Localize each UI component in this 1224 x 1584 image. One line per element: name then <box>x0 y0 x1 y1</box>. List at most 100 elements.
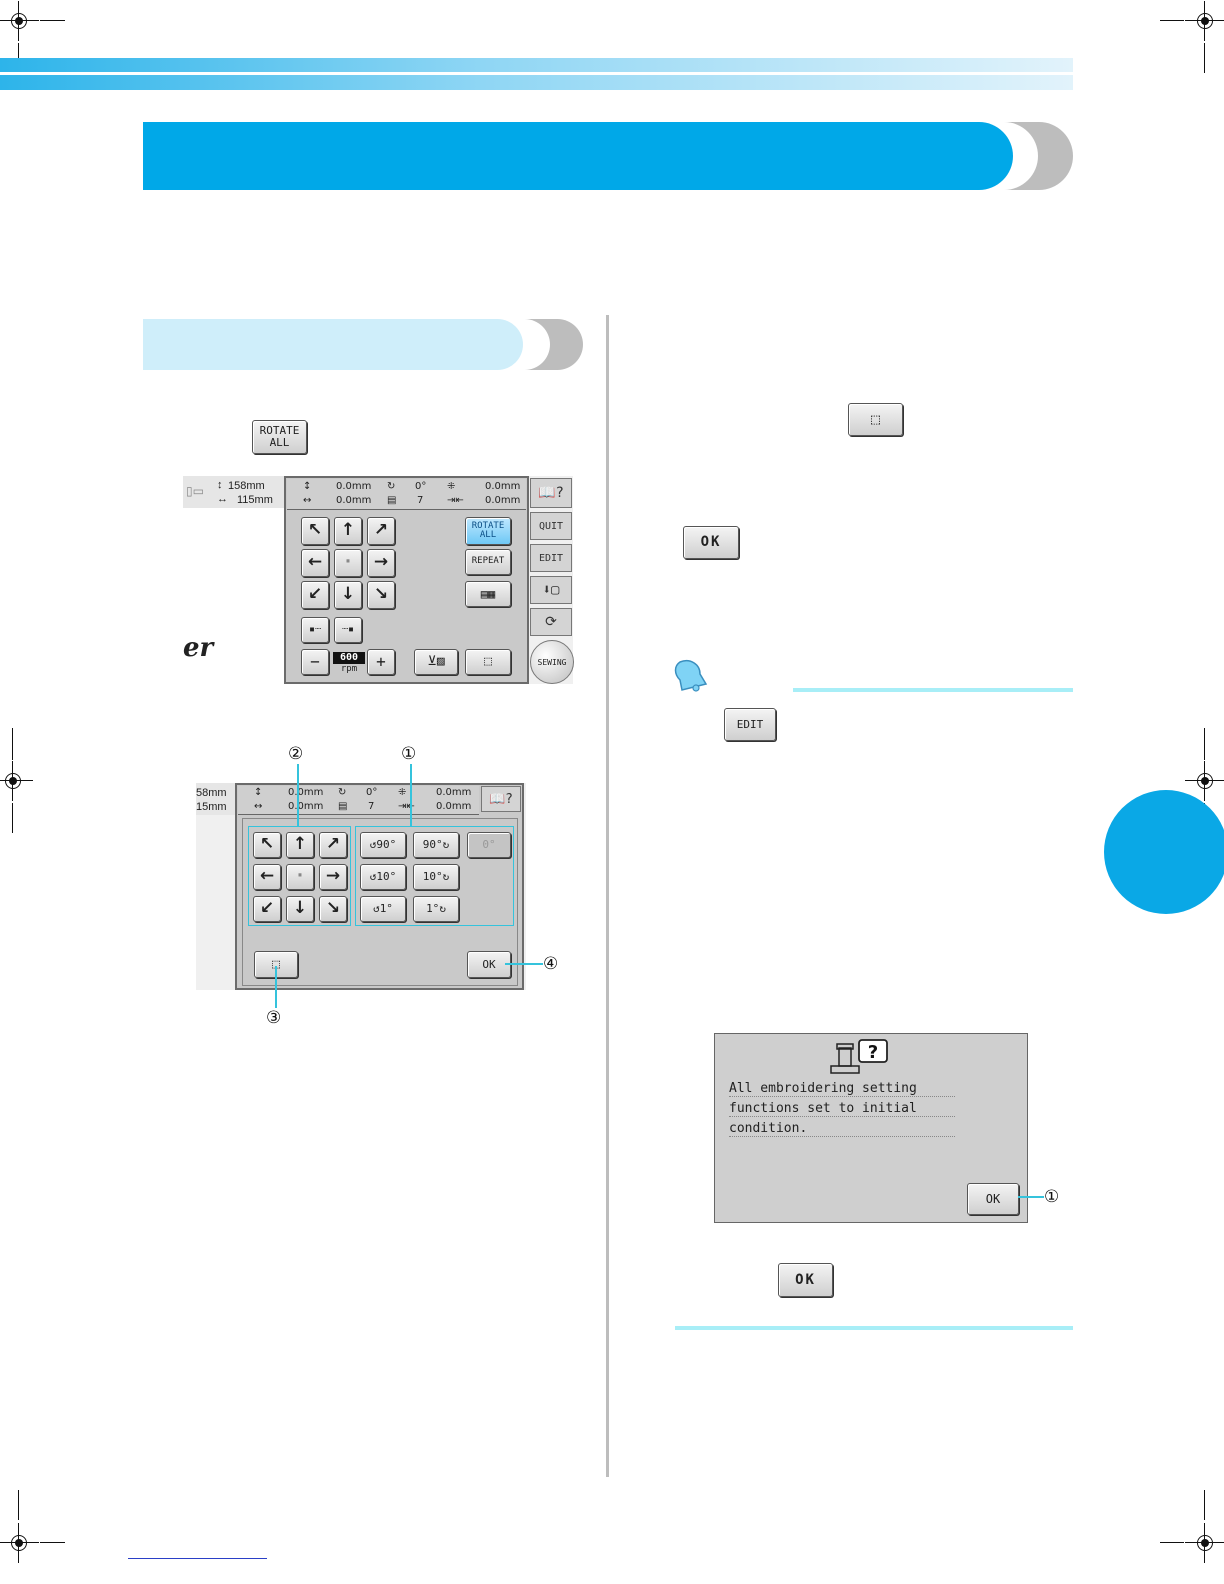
move-down-left-button[interactable]: ↙ <box>301 581 329 609</box>
move-center-button[interactable]: · <box>286 864 314 890</box>
move-up-right-button[interactable]: ↗ <box>319 832 347 858</box>
angle-value: 0° <box>415 481 427 492</box>
move-left-button[interactable]: ← <box>253 864 281 890</box>
crop-line <box>1160 20 1184 21</box>
ok-inline-button-2[interactable]: OK <box>778 1263 833 1297</box>
move-up-left-button[interactable]: ↖ <box>253 832 281 858</box>
size-height: 58mm <box>196 787 227 799</box>
dialog-line-2: functions set to initial <box>729 1101 955 1117</box>
quit-button[interactable]: QUIT <box>530 512 572 540</box>
ok-button[interactable]: OK <box>467 951 511 978</box>
dialog-ok-button[interactable]: OK <box>967 1183 1019 1215</box>
thread-color-button[interactable]: ▤▦ <box>465 581 511 607</box>
callout-leader <box>275 966 277 1008</box>
rotate-reset-button[interactable]: 0° <box>467 832 511 858</box>
move-center-button[interactable]: · <box>334 549 362 577</box>
sewing-button[interactable]: SEWING <box>530 640 574 684</box>
offset-vertical: 0.0mm <box>436 787 472 798</box>
rotate-left-10-button[interactable]: ↺10° <box>360 864 406 890</box>
frame-icon: ▯▭ <box>186 484 204 498</box>
crop-line <box>40 1542 65 1543</box>
move-down-button[interactable]: ↓ <box>286 896 314 922</box>
callout-leader <box>1018 1196 1044 1198</box>
move-left-button[interactable]: ← <box>301 549 329 577</box>
registration-mark-top-left <box>0 1 39 41</box>
move-up-left-button[interactable]: ↖ <box>301 517 329 545</box>
move-up-button[interactable]: ↑ <box>334 517 362 545</box>
trial-button[interactable]: ⬚ <box>465 649 511 675</box>
offset-horizontal: 0.0mm <box>485 495 521 506</box>
size-width: 15mm <box>196 801 227 813</box>
speed-increase-button[interactable]: + <box>367 649 395 675</box>
rotate-all-button[interactable]: ROTATE ALL <box>252 420 307 454</box>
edit-button[interactable]: EDIT <box>530 544 572 572</box>
dialog-callout-1: ① <box>1044 1187 1060 1207</box>
registration-mark-mid-right <box>1185 761 1224 801</box>
rotate-keys-group <box>355 826 514 926</box>
rotate-right-10-button[interactable]: 10°↻ <box>413 864 459 890</box>
move-right-button[interactable]: → <box>319 864 347 890</box>
crop-line <box>1204 728 1205 760</box>
move-down-right-button[interactable]: ↘ <box>367 581 395 609</box>
callout-leader <box>297 764 299 826</box>
move-vertical: 0.0mm <box>336 481 372 492</box>
registration-mark-top-right <box>1185 1 1224 41</box>
flip-left-button[interactable]: ▪┈ <box>301 617 329 643</box>
size-height: 158mm <box>228 480 265 492</box>
crop-line <box>40 20 65 21</box>
move-horizontal: 0.0mm <box>336 495 372 506</box>
help-button[interactable]: 📖? <box>481 786 521 812</box>
crop-line <box>1160 1542 1184 1543</box>
section-title-bar <box>143 122 1013 190</box>
screen2-size-info: 58mm 15mm <box>196 783 235 815</box>
callout-leader <box>410 764 412 826</box>
memory-button[interactable]: ⬇▢ <box>530 576 572 604</box>
memo-rule-top <box>793 688 1073 692</box>
edit-inline-button[interactable]: EDIT <box>724 708 776 741</box>
callout-3: ③ <box>266 1008 282 1028</box>
inner-frame <box>242 818 518 986</box>
repeat-button[interactable]: REPEAT <box>465 549 511 575</box>
rotate-all-button-screen[interactable]: ROTATE ALL <box>465 517 511 545</box>
offset-icon: ⁜ <box>447 481 456 492</box>
rotate-left-1-button[interactable]: ↺1° <box>360 896 406 922</box>
rotate-right-1-button[interactable]: 1°↻ <box>413 896 459 922</box>
callout-leader <box>505 963 543 965</box>
move-down-left-button[interactable]: ↙ <box>253 896 281 922</box>
screen2-info-bar: ↕ 0.0mm ↔ 0.0mm ↻ 0° ▤ 7 ⁜ 0.0mm ⇥⇤ 0.0m… <box>238 786 479 815</box>
move-up-right-button[interactable]: ↗ <box>367 517 395 545</box>
screen1-logo-fragment: er <box>183 633 214 663</box>
registration-mark-bottom-left <box>0 1523 39 1563</box>
move-horizontal: 0.0mm <box>288 801 324 812</box>
crop-line <box>12 803 13 833</box>
help-button[interactable]: 📖? <box>530 478 572 508</box>
crop-line <box>1204 43 1205 73</box>
rotate-indicator-icon: ↻ <box>387 481 396 492</box>
thread-cut-button[interactable]: ⟳ <box>530 608 572 636</box>
speed-decrease-button[interactable]: − <box>301 649 329 675</box>
move-up-button[interactable]: ↑ <box>286 832 314 858</box>
move-down-right-button[interactable]: ↘ <box>319 896 347 922</box>
svg-text:?: ? <box>868 1042 878 1063</box>
crop-line <box>12 728 13 760</box>
screen1-info-bar: ↕ 0.0mm ↔ 0.0mm ↻ 0° ▤ 7 ⁜ 0.0mm ⇥⇤ 0.0m… <box>287 479 526 510</box>
color-count: 7 <box>417 495 424 506</box>
footer-rule <box>128 1558 267 1559</box>
screen1-size-info: ▯▭ ↕ 158mm ↔ 115mm <box>183 476 284 508</box>
rotate-right-90-button[interactable]: 90°↻ <box>413 832 459 858</box>
ok-inline-button[interactable]: OK <box>683 526 739 559</box>
move-right-button[interactable]: → <box>367 549 395 577</box>
rotate-left-90-button[interactable]: ↺90° <box>360 832 406 858</box>
move-down-button[interactable]: ↓ <box>334 581 362 609</box>
flip-right-button[interactable]: ┈▪ <box>334 617 362 643</box>
chapter-tab-disc <box>1104 790 1224 914</box>
color-count: 7 <box>368 801 375 812</box>
needle-position-button[interactable]: ⊻▨ <box>414 649 458 675</box>
move-vertical: 0.0mm <box>288 787 324 798</box>
trial-inline-button[interactable]: ⬚ <box>848 403 903 436</box>
thread-spool-icon: ▤ <box>387 495 397 506</box>
size-width: 115mm <box>237 494 273 506</box>
rotate-indicator-icon: ↻ <box>338 787 347 798</box>
callout-2: ② <box>288 744 304 764</box>
move-keys-group <box>248 826 351 926</box>
